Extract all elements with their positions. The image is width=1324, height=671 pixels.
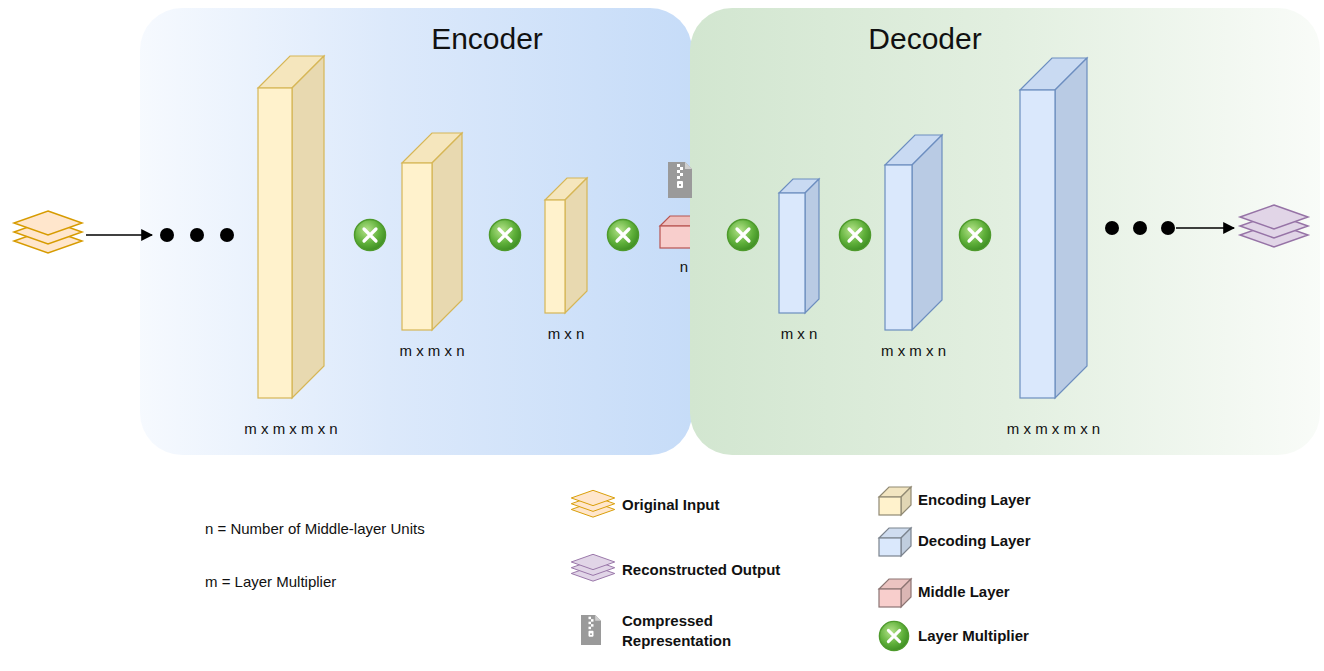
dimension-label: m x n: [548, 325, 585, 342]
panel-title: Decoder: [868, 22, 981, 56]
legend-swatch: [878, 486, 912, 516]
legend-text: Original Input: [622, 495, 720, 515]
definition-note: n = Number of Middle-layer Units: [205, 520, 425, 537]
decoder-panel: Decoder m x n m x m x n m x m x m x n: [690, 8, 1320, 455]
legend-text: Encoding Layer: [918, 490, 1031, 510]
encoding-layer: m x m x m x n: [258, 56, 324, 398]
layer-block: [401, 132, 463, 331]
dimension-label: m x m x n: [881, 342, 946, 359]
definition-note: m = Layer Multiplier: [205, 573, 336, 590]
legend-swatch: [878, 578, 912, 608]
legend-text: Layer Multiplier: [918, 626, 1029, 646]
dimension-label: m x m x m x n: [244, 420, 337, 437]
layer-block: [544, 177, 588, 314]
decoding-layer: m x m x m x n: [1020, 58, 1087, 398]
encoder-panel: Encoder m x m x m x n m x m x n m x n: [140, 8, 692, 455]
legend-swatch: [878, 527, 912, 557]
layer-block: [257, 55, 325, 399]
layer-block: [1019, 57, 1088, 399]
decoding-layer: m x m x n: [885, 135, 942, 330]
layer-block: [778, 178, 820, 314]
dimension-label: n: [680, 258, 688, 275]
layer-block: [884, 134, 943, 331]
dimension-label: m x n: [781, 325, 818, 342]
encoding-layer: m x n: [545, 178, 587, 313]
dimension-label: m x m x m x n: [1007, 420, 1100, 437]
decoding-layer: m x n: [779, 179, 819, 313]
legend-text: Reconstructed Output: [622, 560, 780, 580]
panel-title: Encoder: [431, 22, 543, 56]
legend-text: Compressed Representation: [622, 611, 732, 650]
encoding-layer: m x m x n: [402, 133, 462, 330]
legend-text: Decoding Layer: [918, 531, 1031, 551]
legend-text: Middle Layer: [918, 582, 1010, 602]
dimension-label: m x m x n: [399, 342, 464, 359]
